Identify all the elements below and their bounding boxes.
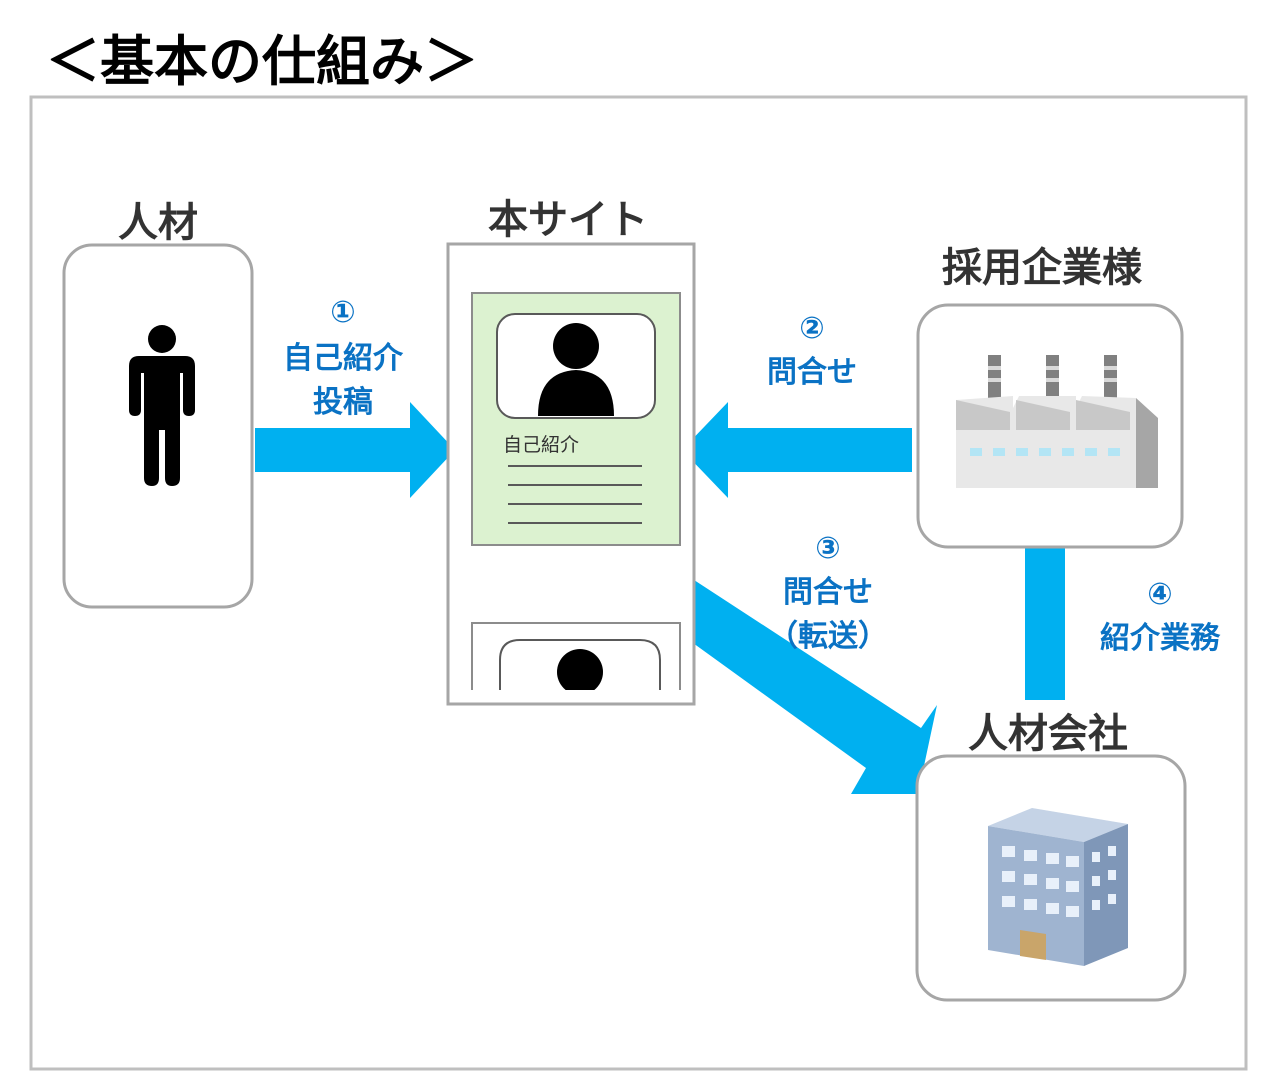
node-label-company: 採用企業様 — [942, 245, 1143, 291]
step-3-line1: 問合せ — [783, 575, 873, 610]
node-label-site: 本サイト — [488, 197, 648, 243]
factory-icon — [956, 355, 1158, 488]
person-icon — [129, 325, 195, 486]
step-2-line1: 問合せ — [767, 355, 857, 390]
arrow-company-to-site — [682, 402, 912, 498]
profile-card-secondary — [470, 622, 682, 702]
step-4-number: ④ — [1147, 577, 1172, 612]
arrow-jinzai-to-site — [255, 402, 455, 498]
step-4-line1: 紹介業務 — [1100, 621, 1221, 656]
step-1-line1: 自己紹介 — [283, 341, 404, 376]
profile-text-lines — [508, 465, 642, 524]
node-label-jinzai: 人材 — [118, 200, 198, 246]
step-2-number: ② — [799, 311, 824, 346]
office-building-icon — [988, 808, 1128, 966]
step-2-label: ② 問合せ — [767, 311, 857, 390]
step-1-label: ① 自己紹介 投稿 — [283, 295, 404, 420]
step-1-number: ① — [330, 295, 355, 330]
step-3-number: ③ — [815, 531, 840, 566]
profile-card: 自己紹介 — [471, 292, 681, 546]
node-label-agency: 人材会社 — [968, 711, 1128, 757]
page-title: ＜基本の仕組み＞ — [46, 30, 478, 93]
step-3-label: ③ 問合せ （転送） — [768, 531, 888, 654]
step-1-line2: 投稿 — [313, 385, 373, 420]
profile-card-label: 自己紹介 — [503, 434, 579, 456]
step-3-line2: （転送） — [768, 619, 888, 654]
step-4-label: ④ 紹介業務 — [1100, 577, 1221, 656]
arrow-site-to-agency — [639, 563, 937, 794]
user-silhouette-icon — [538, 323, 614, 416]
arrow-agency-to-company — [1000, 474, 1090, 700]
user-silhouette-icon-secondary — [557, 649, 603, 695]
